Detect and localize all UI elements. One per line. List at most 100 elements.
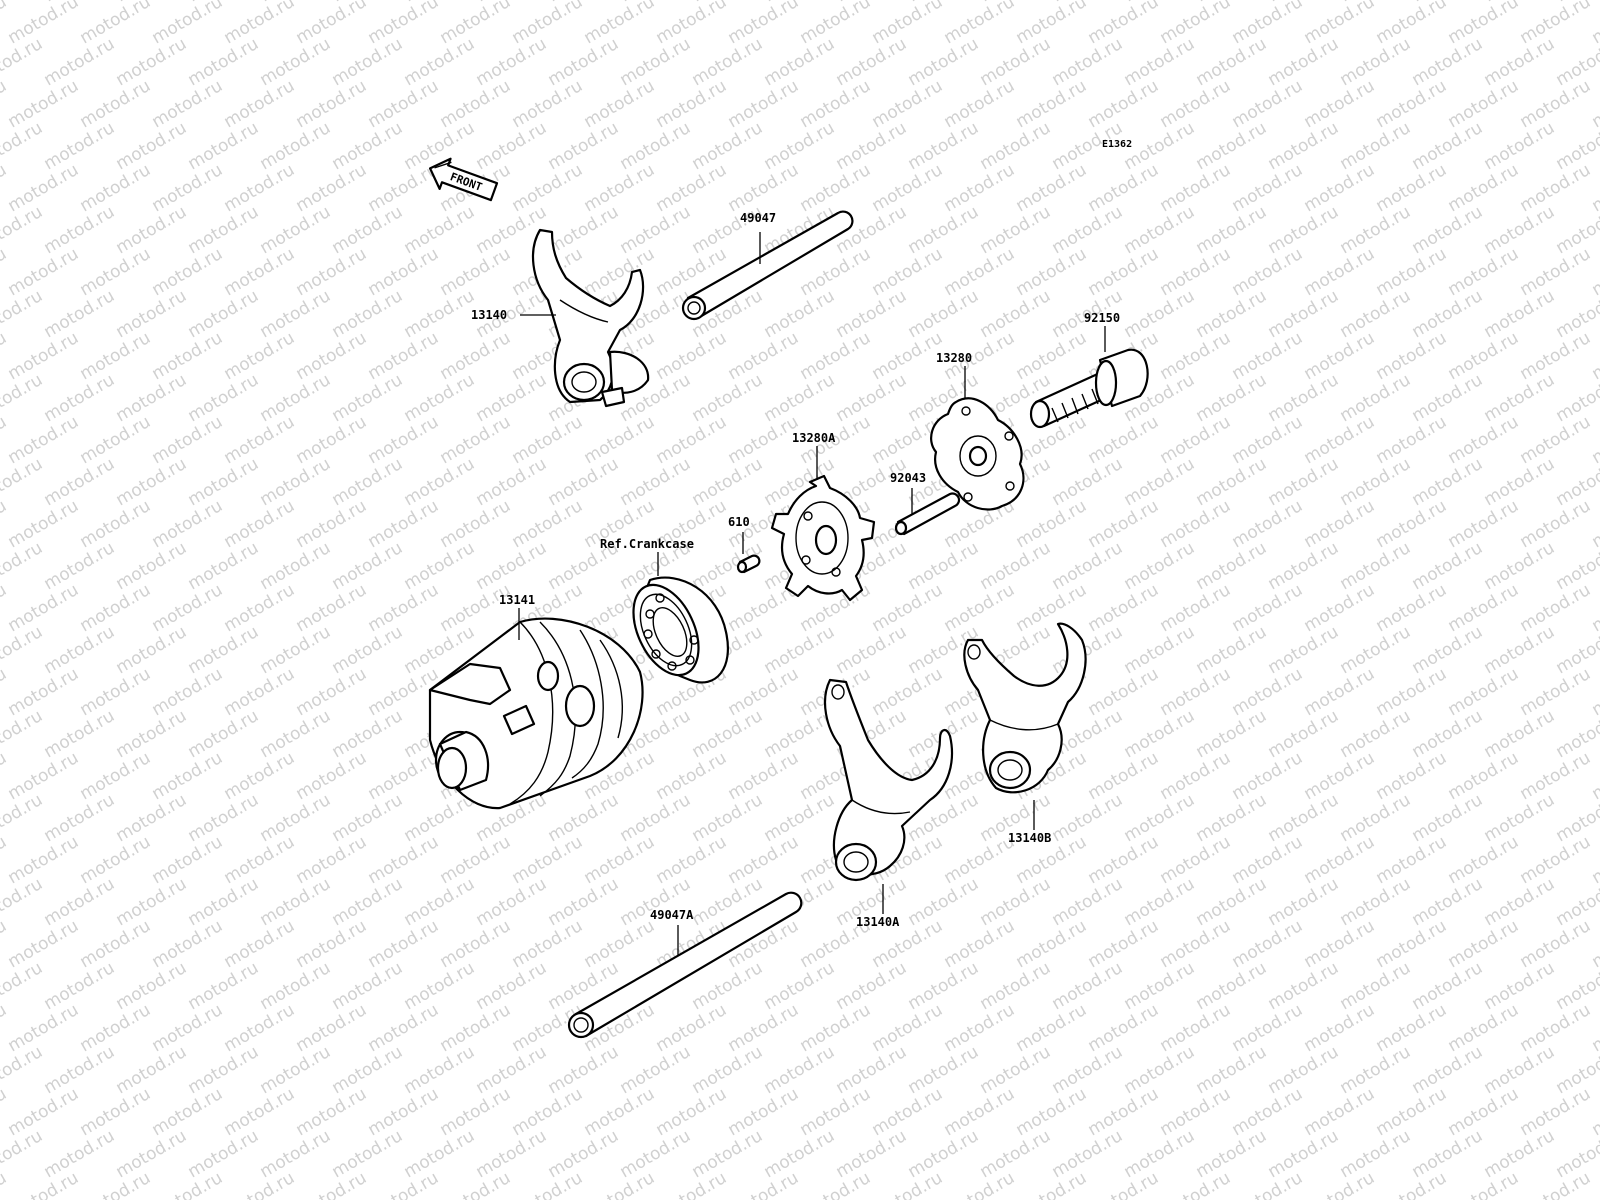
- watermark-text: motod.ru: [113, 958, 191, 1014]
- watermark-text: motod.ru: [1013, 916, 1091, 972]
- watermark-text: motod.ru: [1445, 1000, 1523, 1056]
- watermark-text: motod.ru: [1049, 1126, 1127, 1182]
- watermark-text: motod.ru: [41, 622, 119, 678]
- watermark-text: motod.ru: [689, 454, 767, 510]
- watermark-text: motod.ru: [41, 34, 119, 90]
- watermark-text: motod.ru: [977, 286, 1055, 342]
- watermark-text: motod.ru: [905, 874, 983, 930]
- watermark-text: motod.ru: [1301, 916, 1379, 972]
- watermark-text: motod.ru: [905, 1126, 983, 1182]
- watermark-text: motod.ru: [869, 1168, 947, 1200]
- watermark-text: motod.ru: [1193, 370, 1271, 426]
- watermark-text: motod.ru: [0, 286, 46, 342]
- watermark-text: motod.ru: [77, 328, 155, 384]
- watermark-text: motod.ru: [257, 118, 335, 174]
- drum-plate-13280[interactable]: [930, 397, 1025, 511]
- watermark-text: motod.ru: [1301, 1168, 1379, 1200]
- watermark-text: motod.ru: [473, 118, 551, 174]
- watermark-text: motod.ru: [545, 454, 623, 510]
- watermark-text: motod.ru: [365, 1084, 443, 1140]
- watermark-text: motod.ru: [1517, 0, 1595, 48]
- watermark-text: motod.ru: [1085, 244, 1163, 300]
- watermark-text: motod.ru: [905, 34, 983, 90]
- watermark-text: motod.ru: [0, 958, 46, 1014]
- watermark-text: motod.ru: [221, 748, 299, 804]
- watermark-text: motod.ru: [1337, 286, 1415, 342]
- pin-92043[interactable]: [894, 492, 961, 536]
- watermark-text: motod.ru: [221, 1000, 299, 1056]
- watermark-text: motod.ru: [1517, 1168, 1595, 1200]
- watermark-text: motod.ru: [905, 286, 983, 342]
- watermark-text: motod.ru: [1049, 454, 1127, 510]
- shift-rod-49047a[interactable]: [567, 891, 803, 1039]
- pin-610[interactable]: [736, 554, 761, 574]
- watermark-text: motod.ru: [1445, 244, 1523, 300]
- watermark-text: motod.ru: [1157, 916, 1235, 972]
- watermark-text: motod.ru: [1193, 874, 1271, 930]
- watermark-text: motod.ru: [1337, 790, 1415, 846]
- watermark-text: motod.ru: [1085, 664, 1163, 720]
- watermark-text: motod.ru: [1085, 832, 1163, 888]
- label-92043: 92043: [890, 471, 926, 485]
- watermark-text: motod.ru: [581, 244, 659, 300]
- shift-fork-13140a[interactable]: [823, 678, 954, 882]
- watermark-text: motod.ru: [509, 916, 587, 972]
- watermark-text: motod.ru: [293, 1168, 371, 1200]
- watermark-text: motod.ru: [77, 1000, 155, 1056]
- watermark-text: motod.ru: [869, 664, 947, 720]
- shift-fork-13140[interactable]: [532, 228, 650, 408]
- watermark-text: motod.ru: [797, 1084, 875, 1140]
- watermark-text: motod.ru: [1409, 286, 1487, 342]
- watermark-text: motod.ru: [1337, 958, 1415, 1014]
- drum-cam-plate-13280a[interactable]: [770, 474, 876, 602]
- watermark-text: motod.ru: [1589, 328, 1600, 384]
- watermark-text: motod.ru: [1265, 286, 1343, 342]
- watermark-text: motod.ru: [1373, 916, 1451, 972]
- label-13140a: 13140A: [856, 915, 900, 929]
- watermark-text: motod.ru: [1193, 118, 1271, 174]
- watermark-text: motod.ru: [5, 832, 83, 888]
- shift-fork-13140b[interactable]: [963, 622, 1087, 794]
- watermark-text: motod.ru: [401, 1126, 479, 1182]
- watermark-text: motod.ru: [1517, 244, 1595, 300]
- watermark-text: motod.ru: [437, 916, 515, 972]
- watermark-text: motod.ru: [977, 34, 1055, 90]
- watermark-text: motod.ru: [689, 118, 767, 174]
- watermark-text: motod.ru: [113, 622, 191, 678]
- watermark-text: motod.ru: [1373, 748, 1451, 804]
- watermark-text: motod.ru: [0, 0, 10, 48]
- watermark-text: motod.ru: [1265, 706, 1343, 762]
- label-13141: 13141: [499, 593, 535, 607]
- watermark-text: motod.ru: [1589, 412, 1600, 468]
- watermark-text: motod.ru: [257, 1042, 335, 1098]
- watermark-text: motod.ru: [1481, 454, 1559, 510]
- watermark-text: motod.ru: [185, 370, 263, 426]
- watermark-text: motod.ru: [545, 202, 623, 258]
- watermark-text: motod.ru: [1049, 538, 1127, 594]
- watermark-text: motod.ru: [1193, 454, 1271, 510]
- watermark-text: motod.ru: [1481, 34, 1559, 90]
- watermark-text: motod.ru: [221, 496, 299, 552]
- watermark-text: motod.ru: [1049, 34, 1127, 90]
- shift-rod-49047[interactable]: [681, 210, 854, 321]
- watermark-text: motod.ru: [473, 34, 551, 90]
- watermark-text: motod.ru: [257, 958, 335, 1014]
- watermark-text: motod.ru: [293, 328, 371, 384]
- watermark-text: motod.ru: [329, 118, 407, 174]
- watermark-text: motod.ru: [1589, 748, 1600, 804]
- watermark-text: motod.ru: [257, 202, 335, 258]
- watermark-text: motod.ru: [113, 874, 191, 930]
- watermark-text: motod.ru: [185, 286, 263, 342]
- watermark-text: motod.ru: [77, 1168, 155, 1200]
- watermark-text: motod.ru: [5, 1168, 83, 1200]
- watermark-text: motod.ru: [509, 1168, 587, 1200]
- watermark-text: motod.ru: [1409, 34, 1487, 90]
- watermark-text: motod.ru: [1265, 1042, 1343, 1098]
- watermark-text: motod.ru: [1445, 0, 1523, 48]
- shift-drum-13141[interactable]: [428, 617, 644, 810]
- watermark-text: motod.ru: [1121, 1126, 1199, 1182]
- watermark-text: motod.ru: [113, 454, 191, 510]
- watermark-text: motod.ru: [1481, 286, 1559, 342]
- watermark-text: motod.ru: [1589, 664, 1600, 720]
- bolt-92150[interactable]: [1029, 348, 1149, 429]
